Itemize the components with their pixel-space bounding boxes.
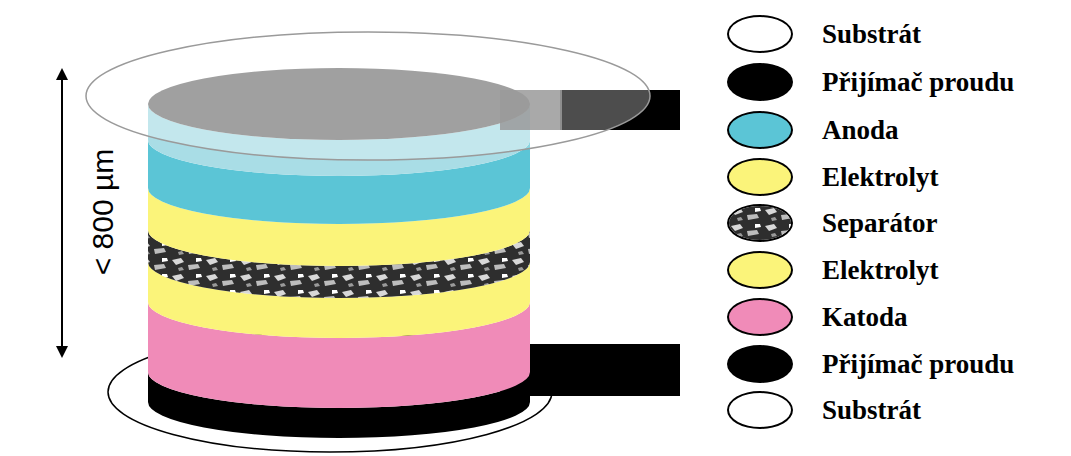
legend-swatch [727, 345, 793, 383]
separator-swatch [727, 204, 793, 242]
legend-swatch [727, 391, 793, 429]
legend-text: Přijímač proudu [822, 351, 1014, 378]
legend-swatch [727, 63, 793, 101]
legend-text: Separátor [822, 210, 937, 237]
legend-swatch [727, 15, 793, 53]
legend-swatch [727, 298, 793, 336]
dimension-arrow [61, 74, 63, 352]
dimension-label: < 800 µm [88, 149, 118, 276]
top-substrate [86, 32, 650, 160]
legend-text: Substrát [822, 21, 921, 48]
legend-text: Přijímač proudu [822, 69, 1014, 96]
legend-text: Anoda [822, 117, 899, 144]
legend-swatch [727, 251, 793, 289]
legend-text: Elektrolyt [822, 257, 939, 284]
legend-swatch [727, 158, 793, 196]
legend-text: Substrát [822, 397, 921, 424]
legend-text: Elektrolyt [822, 164, 939, 191]
legend-swatch [727, 111, 793, 149]
legend-text: Katoda [822, 304, 908, 331]
